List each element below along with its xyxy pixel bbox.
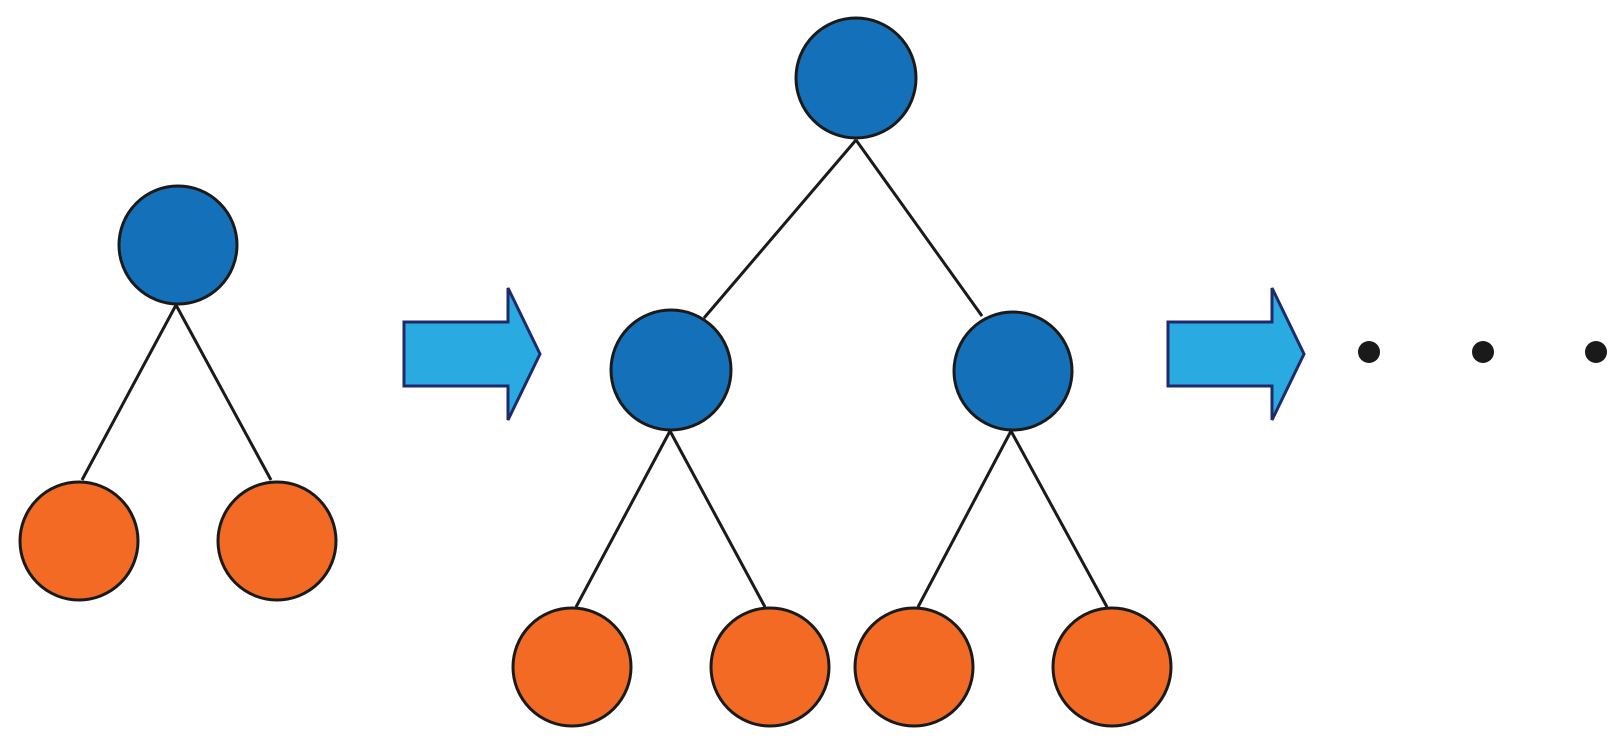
large-tree-left-child-node [609,308,733,432]
large-tree-leaf-node-1 [511,606,633,728]
small-tree-edge-left [80,304,178,481]
large-tree [511,16,1173,728]
small-tree [18,184,338,602]
ellipsis-dot-2 [1472,341,1494,363]
large-tree-right-child-node [952,310,1074,432]
ellipsis-dot-1 [1358,341,1380,363]
small-tree-leaf-node-1 [18,480,140,602]
large-tree-edge-root-left [702,139,858,319]
small-tree-edge-right [174,304,273,481]
transition-arrow-1 [402,287,542,421]
large-tree-root-node [794,16,918,140]
large-tree-edge-left-right [668,430,767,608]
small-tree-root-node [117,184,239,306]
large-tree-leaf-node-2 [709,606,831,728]
large-tree-edge-left-left [574,430,672,608]
large-tree-edge-root-right [854,139,984,317]
large-tree-edge-right-left [916,430,1013,608]
small-tree-leaf-node-2 [216,480,338,602]
large-tree-leaf-node-4 [1051,606,1173,728]
transition-arrow-2 [1166,287,1306,421]
large-tree-leaf-node-3 [853,606,975,728]
large-tree-edge-right-right [1009,430,1109,608]
ellipsis-dot-3 [1585,341,1607,363]
ellipsis [1358,341,1607,363]
